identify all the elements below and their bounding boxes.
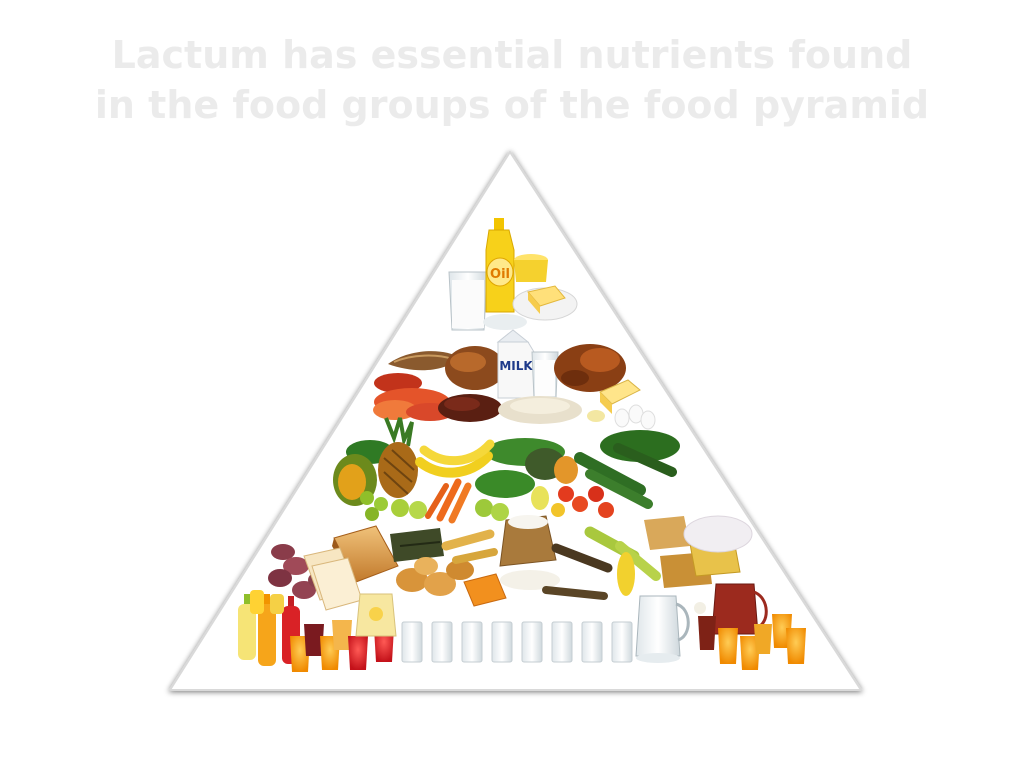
tier-water-beverages — [238, 583, 806, 672]
headline-line-1: Lactum has essential nutrients found — [111, 33, 913, 77]
water-pitcher-icon — [635, 595, 690, 663]
water-glasses — [401, 621, 633, 663]
oil-bottle-icon: Oil — [485, 218, 515, 313]
headline: Lactum has essential nutrients found in … — [0, 30, 1024, 130]
tier-fats-oils: Oil — [448, 218, 578, 331]
tier-grains — [268, 515, 753, 611]
tier-protein-dairy: MILK — [373, 329, 656, 430]
butter-cup-icon — [514, 254, 548, 282]
milk-carton-icon: MILK — [496, 329, 535, 399]
milk-glass-icon — [448, 271, 488, 331]
headline-line-2: in the food groups of the food pyramid — [94, 83, 930, 127]
butter-plate-icon — [512, 285, 578, 321]
milk-label: MILK — [499, 359, 533, 373]
tier-fruits-vegetables — [333, 417, 680, 524]
oil-label: Oil — [490, 267, 510, 282]
